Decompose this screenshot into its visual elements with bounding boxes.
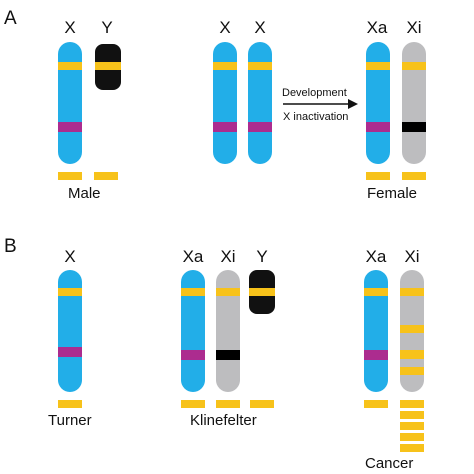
cancer-xi-label: Xi [404,247,419,266]
gene-band [95,62,121,70]
turner-x-label: X [64,247,75,266]
panel-b-label: B [4,236,17,257]
cancer-caption: Cancer [365,455,413,472]
male-y-label: Y [101,18,112,37]
chromosome-body [181,270,205,392]
pre-x2-label: X [254,18,265,37]
expression-bar [400,444,424,452]
chromosome-body [366,42,390,164]
cancer-xi-expression-bars [400,400,424,452]
arrow-label-inactivation: X inactivation [283,111,348,123]
male-x-chromosome [58,42,82,164]
klinefelter-y-chromosome [249,270,275,314]
chromosome-body [364,270,388,392]
klinefelter-caption: Klinefelter [190,412,257,429]
female-caption: Female [367,185,417,202]
expression-bar [58,172,82,180]
cancer-xa-label: Xa [366,247,387,266]
reactivated-gene-band [400,325,424,333]
male-group: X Y Male [58,18,121,202]
gene-band [216,288,240,296]
female-xi-label: Xi [406,18,421,37]
gene-band [366,62,390,70]
xic-band [58,122,82,132]
expression-bar [400,433,424,441]
development-arrow: Development X inactivation [282,87,358,123]
xic-band [248,122,272,132]
expression-bar [216,400,240,408]
expression-bar [402,172,426,180]
klinefelter-xi-chromosome [216,270,240,392]
cancer-xa-chromosome [364,270,388,392]
reactivated-gene-band [400,367,424,375]
xic-band [181,350,205,360]
chromosome-body [248,42,272,164]
expression-bar [250,400,274,408]
expression-bar [400,400,424,408]
xist-band [402,122,426,132]
klinefelter-xa-chromosome [181,270,205,392]
arrow-head [348,99,358,109]
turner-caption: Turner [48,412,92,429]
klinefelter-group: Xa Xi Y Klinefelter [181,247,275,429]
expression-bar [400,411,424,419]
cancer-group: Xa Xi Cancer [364,247,424,472]
gene-band [58,288,82,296]
panel-a-label: A [4,8,17,29]
female-xi-chromosome [402,42,426,164]
gene-band [58,62,82,70]
klinefelter-xa-label: Xa [183,247,204,266]
gene-band [364,288,388,296]
gene-band [248,62,272,70]
pre-x2-chromosome [248,42,272,164]
chromosome-body [58,42,82,164]
gene-band [181,288,205,296]
male-x-label: X [64,18,75,37]
chromosome-body [402,42,426,164]
expression-bar [400,422,424,430]
reactivated-gene-band [400,350,424,359]
gene-band [213,62,237,70]
xic-band [213,122,237,132]
pre-inactivation-group: X X [213,18,272,164]
turner-x-chromosome [58,270,82,392]
expression-bar [364,400,388,408]
arrow-label-development: Development [282,87,347,99]
klinefelter-y-label: Y [256,247,267,266]
expression-bar [58,400,82,408]
chromosome-body [213,42,237,164]
chromosome-body [216,270,240,392]
expression-bar [181,400,205,408]
pre-x1-chromosome [213,42,237,164]
klinefelter-xi-label: Xi [220,247,235,266]
expression-bar [366,172,390,180]
female-xa-label: Xa [367,18,388,37]
gene-band [402,62,426,70]
cancer-xi-chromosome [400,270,424,392]
gene-band [400,288,424,296]
expression-bar [94,172,118,180]
xic-band [366,122,390,132]
gene-band [249,288,275,296]
pre-x1-label: X [219,18,230,37]
male-y-chromosome [95,44,121,90]
chromosome-body [58,270,82,392]
xic-band [364,350,388,360]
xic-band [58,347,82,357]
xist-band [216,350,240,360]
female-group: Xa Xi Female [366,18,426,202]
turner-group: X Turner [48,247,92,429]
female-xa-chromosome [366,42,390,164]
male-caption: Male [68,185,101,202]
